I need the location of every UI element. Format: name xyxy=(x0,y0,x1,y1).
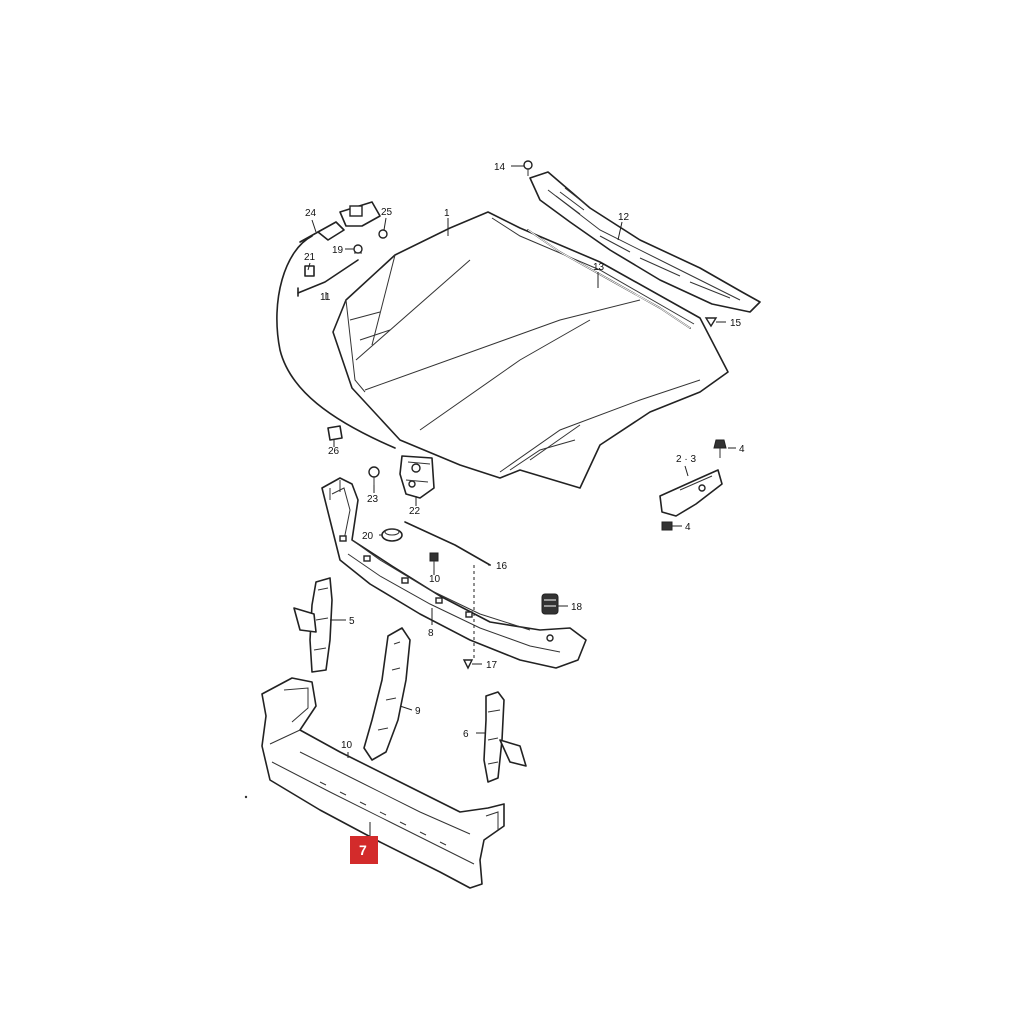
callout-20: 20 xyxy=(362,531,374,542)
callout-18: 18 xyxy=(571,602,583,613)
center-support-9[interactable] xyxy=(363,627,411,761)
side-support-bracket-5[interactable] xyxy=(293,577,333,673)
callout-14: 14 xyxy=(494,162,506,173)
lower-radiator-support-7[interactable] xyxy=(261,677,505,889)
upper-crossmember-8[interactable] xyxy=(321,477,587,669)
callout-10-lower: 10 xyxy=(341,740,353,751)
callout-10-upper: 10 xyxy=(429,574,441,585)
callout-23: 23 xyxy=(367,494,379,505)
clip-15[interactable] xyxy=(704,317,718,328)
hood-bumper-26[interactable] xyxy=(327,425,343,441)
clip-14[interactable] xyxy=(523,160,533,176)
highlight-callout-7: 7 xyxy=(350,836,378,864)
stray-mark xyxy=(244,795,248,799)
callout-1: 1 xyxy=(444,208,450,219)
callout-24: 24 xyxy=(305,208,317,219)
hood-hinge-2-3[interactable] xyxy=(659,469,723,517)
callout-16: 16 xyxy=(496,561,508,572)
callout-17: 17 xyxy=(486,660,498,671)
callout-15: 15 xyxy=(730,318,742,329)
callout-25: 25 xyxy=(381,207,393,218)
callout-labels: 1 2 · 3 4 4 5 6 8 9 10 10 11 12 13 14 15… xyxy=(304,162,745,751)
callout-9: 9 xyxy=(415,706,421,717)
hinge-bolt-4-lower[interactable] xyxy=(661,521,673,531)
callout-6: 6 xyxy=(463,729,469,740)
prop-rod-11[interactable] xyxy=(297,259,359,297)
cable-clip-19[interactable] xyxy=(353,244,363,254)
cowl-top-panel[interactable] xyxy=(529,171,761,313)
callout-7: 7 xyxy=(359,842,367,858)
hood-lock-22[interactable] xyxy=(399,455,435,499)
cable-clamp-21[interactable] xyxy=(304,265,315,277)
clip-17[interactable] xyxy=(462,659,474,670)
callout-21: 21 xyxy=(304,252,316,263)
side-support-bracket-6[interactable] xyxy=(483,691,527,783)
cable-clip-25[interactable] xyxy=(378,229,388,239)
callout-19: 19 xyxy=(332,245,344,256)
bolt-10-upper[interactable] xyxy=(429,552,439,570)
hood-weatherstrip[interactable] xyxy=(527,229,691,329)
callout-4-lower: 4 xyxy=(685,522,691,533)
cushion-18[interactable] xyxy=(541,593,559,615)
callout-12: 12 xyxy=(618,212,630,223)
hood-panel[interactable] xyxy=(332,211,729,489)
bolt-23[interactable] xyxy=(368,466,380,485)
plug-20[interactable] xyxy=(381,528,403,542)
hood-release-handle[interactable] xyxy=(317,201,381,241)
seal-strip-16[interactable] xyxy=(404,521,491,566)
hinge-bolt-4-upper[interactable] xyxy=(713,439,727,458)
callout-11: 11 xyxy=(320,292,331,303)
callout-2-3: 2 · 3 xyxy=(676,454,696,465)
leader-lines xyxy=(307,165,736,836)
callout-22: 22 xyxy=(409,506,421,517)
callout-13: 13 xyxy=(593,262,605,273)
callout-8: 8 xyxy=(428,628,434,639)
highlight-box xyxy=(350,836,378,864)
callout-5: 5 xyxy=(349,616,355,627)
callout-26: 26 xyxy=(328,446,340,457)
callout-4-upper: 4 xyxy=(739,444,745,455)
